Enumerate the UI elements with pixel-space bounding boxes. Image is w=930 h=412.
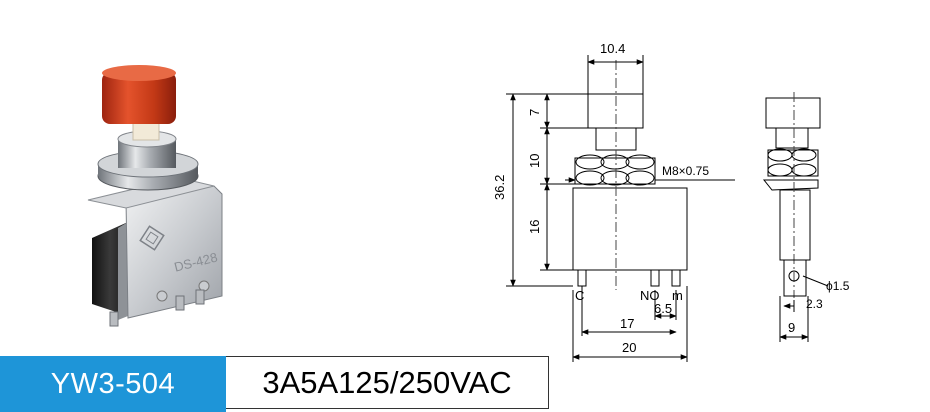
terminal-label-c: C xyxy=(575,288,584,303)
front-term-m xyxy=(671,269,681,287)
rivet-left xyxy=(156,290,168,302)
side-cap xyxy=(765,97,821,129)
model-number-banner: YW3-504 xyxy=(0,356,226,412)
dim-overall-height: 36.2 xyxy=(492,175,507,200)
side-body xyxy=(779,189,811,261)
side-bracket xyxy=(762,179,819,191)
dim-hole-offset: 2.3 xyxy=(806,297,823,311)
side-view-labels: ϕ1.5 2.3 9 xyxy=(788,279,850,335)
rating-banner: 3A5A125/250VAC xyxy=(226,356,549,409)
model-number: YW3-504 xyxy=(50,367,176,400)
manufacturer-logo xyxy=(139,225,165,251)
dim-body-height: 16 xyxy=(527,220,542,234)
front-body xyxy=(572,187,688,271)
dim-cap-width: 10.4 xyxy=(600,41,625,56)
terminal-mid xyxy=(175,295,185,311)
front-view-labels: 10.4 36.2 7 10 16 M8×0.75 C NO m 6.5 17 … xyxy=(492,41,709,355)
dim-body-width: 20 xyxy=(622,340,636,355)
side-view-drawing xyxy=(762,92,829,342)
dim-cap-height: 7 xyxy=(527,109,542,116)
terminal-left xyxy=(109,311,119,327)
side-bushing xyxy=(775,127,809,149)
terminal-label-no: NO xyxy=(640,288,660,303)
thread-callout: M8×0.75 xyxy=(662,164,709,178)
electrical-rating: 3A5A125/250VAC xyxy=(262,364,512,400)
switch-bracket-side xyxy=(118,222,128,320)
side-terminal-hole xyxy=(788,270,800,282)
dim-terminal-spacing: 6.5 xyxy=(654,301,672,316)
dim-span-17: 17 xyxy=(620,316,634,331)
terminal-label-m: m xyxy=(672,288,683,303)
front-view-drawing xyxy=(506,55,735,362)
front-term-no xyxy=(650,269,660,287)
terminal-right xyxy=(195,289,205,305)
side-terminal xyxy=(783,259,807,297)
front-term-c xyxy=(577,269,587,287)
switch-red-cap xyxy=(102,72,176,124)
switch-photo: DS-428 xyxy=(87,65,223,327)
dim-side-width: 9 xyxy=(788,320,795,335)
dim-bushing-height: 10 xyxy=(527,154,542,168)
side-nut xyxy=(767,149,819,177)
dim-hole-diameter: ϕ1.5 xyxy=(826,279,850,293)
